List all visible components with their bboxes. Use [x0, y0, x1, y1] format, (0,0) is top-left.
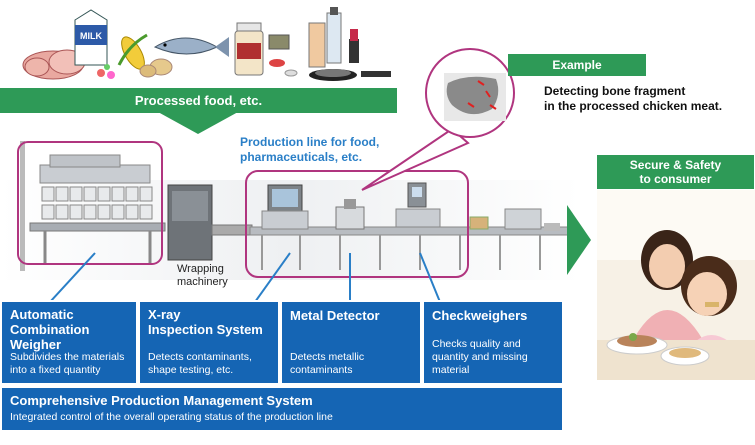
packaging-boxes [469, 208, 560, 231]
food-products-illustration: MILK [22, 7, 391, 81]
x-ray-callout [361, 48, 515, 191]
checkweighers-title: Checkweighers [432, 308, 528, 323]
management-system-title: Comprehensive Production Management Syst… [10, 393, 313, 408]
pill-bottle-icon [234, 22, 264, 76]
combination-weigher-desc-line-2: into a fixed quantity [10, 364, 101, 376]
metal-detector-machine [335, 199, 365, 230]
example-description: Detecting bone fragment in the processed… [544, 84, 722, 114]
checkweighers-desc-line-3: material [432, 364, 470, 376]
milk-carton-icon: MILK [74, 9, 108, 66]
metal-detector-box: Metal Detector Detects metallic contamin… [282, 302, 420, 383]
production-line-label: Production line for food, pharmaceutical… [240, 135, 379, 165]
x-ray-desc-line-2: shape testing, etc. [148, 364, 234, 376]
x-ray-inspection-desc: Detects contaminants, shape testing, etc… [148, 351, 272, 377]
combination-weigher-desc-line-1: Subdivides the materials [10, 351, 125, 363]
production-line-label-line-1: Production line for food, [240, 135, 380, 149]
milk-label: MILK [80, 31, 102, 41]
combination-weigher-title-line-1: Automatic [10, 307, 74, 322]
checkweighers-desc: Checks quality and quantity and missing … [432, 338, 556, 377]
example-line-1: Detecting bone fragment [544, 84, 686, 98]
x-ray-desc-line-1: Detects contaminants, [148, 351, 252, 363]
wrapping-label-line-1: Wrapping [177, 263, 224, 275]
wrapping-machine [167, 184, 253, 261]
combination-weigher-desc: Subdivides the materials into a fixed qu… [10, 351, 130, 377]
checkweighers-box: Checkweighers Checks quality and quantit… [424, 302, 562, 383]
combination-weigher-title-line-2: Combination [10, 322, 90, 337]
candy-icon [97, 64, 115, 79]
processed-food-banner: Processed food, etc. [0, 88, 397, 113]
pill-pack-icon [268, 34, 298, 77]
secure-line-2: to consumer [639, 172, 712, 186]
example-tag: Example [508, 54, 646, 76]
bone-fragment-marks [467, 80, 497, 110]
checkweighers-desc-line-1: Checks quality and [432, 338, 521, 350]
x-ray-inspection-title: X-ray Inspection System [148, 307, 263, 337]
cosmetics-icon [308, 7, 391, 81]
consumer-family-illustration [597, 190, 755, 380]
combination-weigher-box: Automatic Combination Weigher Subdivides… [2, 302, 136, 383]
mother-figure [633, 230, 703, 340]
x-ray-machine [261, 184, 309, 230]
x-ray-inspection-box: X-ray Inspection System Detects contamin… [140, 302, 278, 383]
secure-line-1: Secure & Safety [629, 158, 722, 172]
potato-icon [139, 58, 173, 78]
metal-detector-desc-line-2: contaminants [290, 364, 353, 376]
wrapping-machinery-label: Wrapping machinery [177, 263, 228, 289]
combination-weigher-machine [20, 141, 166, 271]
x-ray-title-line-2: Inspection System [148, 322, 263, 337]
production-line-label-line-2: pharmaceuticals, etc. [240, 150, 363, 164]
production-line-illustration [0, 141, 580, 300]
down-arrow-icon [158, 112, 238, 134]
right-arrow-icon [567, 205, 591, 275]
combination-weigher-title-line-3: Weigher [10, 337, 62, 352]
metal-detector-desc: Detects metallic contaminants [290, 351, 414, 377]
management-system-bar: Comprehensive Production Management Syst… [2, 388, 562, 430]
metal-detector-title: Metal Detector [290, 308, 380, 323]
management-system-desc: Integrated control of the overall operat… [10, 411, 333, 423]
fish-icon [153, 37, 229, 57]
x-ray-title-line-1: X-ray [148, 307, 181, 322]
combination-weigher-title: Automatic Combination Weigher [10, 307, 89, 352]
checkweighers-desc-line-2: quantity and missing [432, 351, 528, 363]
secure-safety-banner: Secure & Safety to consumer [597, 155, 754, 189]
checkweigher-machine [395, 182, 441, 228]
example-line-2: in the processed chicken meat. [544, 99, 723, 113]
wrapping-label-line-2: machinery [177, 276, 228, 288]
metal-detector-desc-line-1: Detects metallic [290, 351, 365, 363]
